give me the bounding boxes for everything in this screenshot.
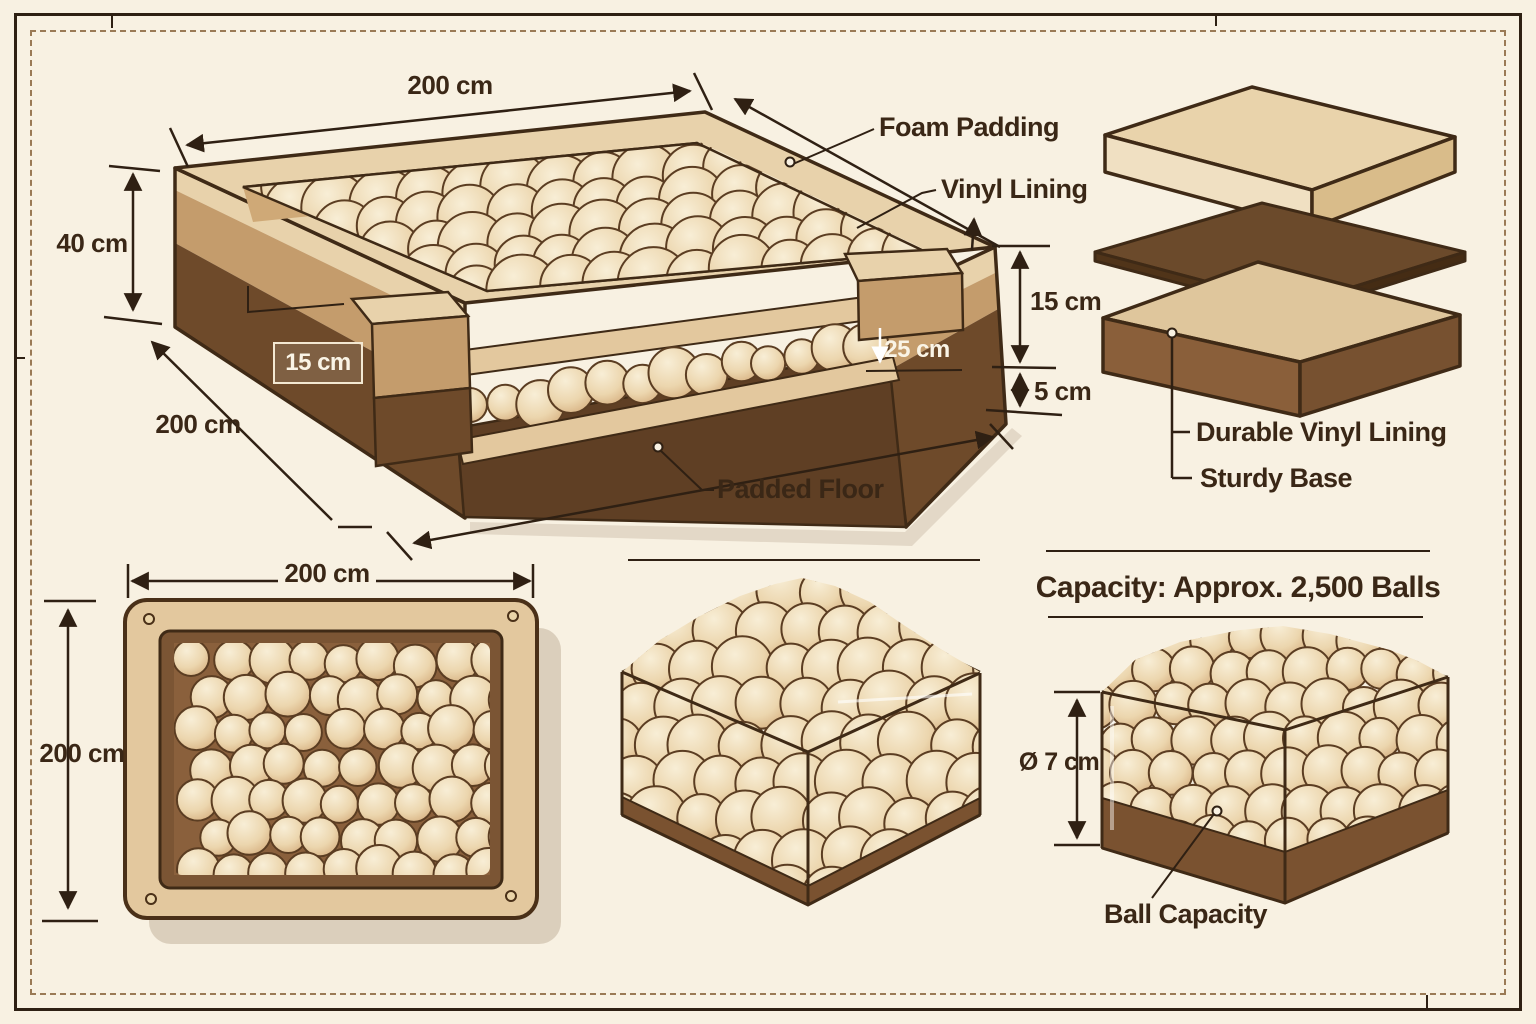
durable-vinyl-lining-label: Durable Vinyl Lining <box>1196 417 1447 447</box>
top-view-depth-label: 200 cm <box>39 738 125 768</box>
sturdy-base-label: Sturdy Base <box>1200 463 1353 493</box>
vinyl-lining-callout: Vinyl Lining <box>941 174 1088 204</box>
foam-padding-callout: Foam Padding <box>879 112 1060 142</box>
ball-capacity-label: Ball Capacity <box>1104 899 1268 929</box>
top-view-illustration <box>123 598 561 944</box>
wall-thickness-label: 15 cm <box>285 349 351 376</box>
cube1-balls <box>622 578 980 888</box>
border-tick-left <box>16 357 25 359</box>
pit-3d-illustration <box>173 110 1022 546</box>
padded-floor-callout: Padded Floor <box>717 474 884 504</box>
dimension-lines <box>42 72 1430 923</box>
ball-capacity-illustration <box>1100 626 1450 905</box>
border-tick-top <box>111 15 113 28</box>
pit-depth-label: 200 cm <box>155 409 241 439</box>
ball-cube-illustration <box>620 578 982 907</box>
cube2-balls <box>1102 626 1448 856</box>
border-tick-bottom <box>1426 995 1428 1008</box>
border-tick-top2 <box>1215 15 1217 26</box>
pit-height-label: 40 cm <box>56 228 128 258</box>
ball-diameter-label: Ø 7 cm <box>1018 748 1100 776</box>
upper-wall-label: 15 cm <box>1030 286 1102 316</box>
top-view-balls <box>174 643 490 875</box>
base-height-label: 5 cm <box>1034 376 1092 406</box>
capacity-heading: Capacity: Approx. 2,500 Balls <box>1035 571 1441 604</box>
pit-width-label: 200 cm <box>407 70 493 100</box>
top-view-width-label: 200 cm <box>284 558 370 588</box>
ball-depth-label: 25 cm <box>884 336 950 363</box>
layers-illustration <box>1093 85 1467 480</box>
